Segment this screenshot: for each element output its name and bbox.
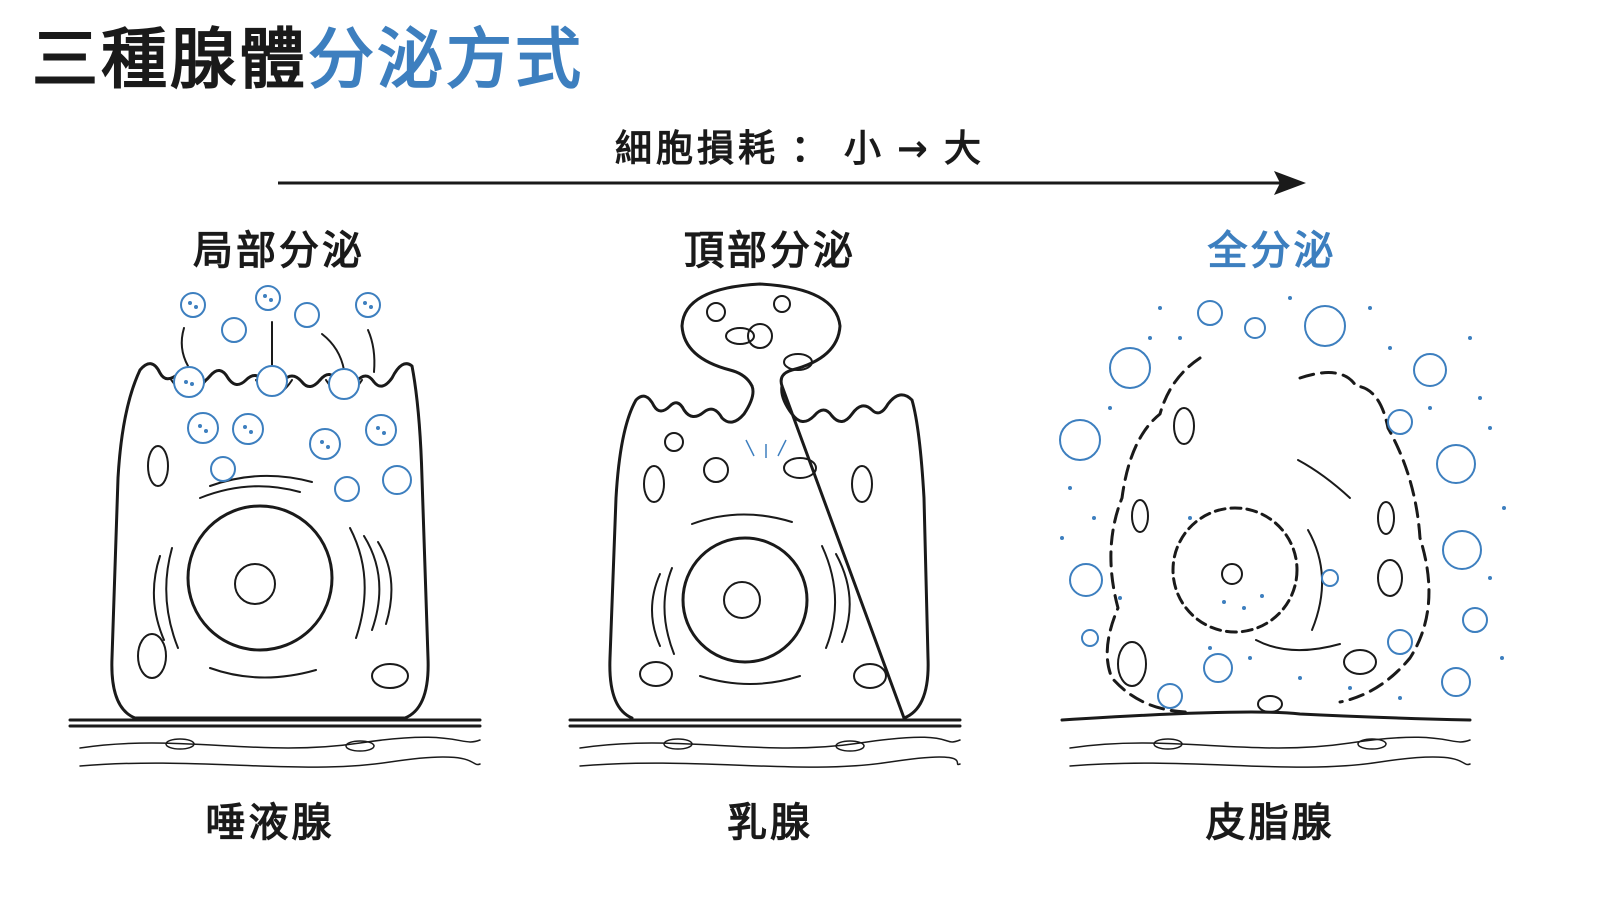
apocrine-cell-diagram [568,282,962,768]
merocrine-title: 局部分泌 [193,228,365,274]
axis-arrow-glyph: → [896,127,932,170]
axis-from: 小 [843,127,885,170]
axis-separator: ： [790,127,832,170]
holocrine-example-sebaceous-gland: 皮脂腺 [1205,800,1335,846]
cell-loss-arrow [278,171,1306,195]
title-accent: 分泌方式 [308,21,584,98]
merocrine-example-salivary-gland: 唾液腺 [205,800,335,846]
merocrine-cell-diagram [68,285,482,768]
axis-label-text: 細胞損耗 [614,127,779,170]
holocrine-title: 全分泌 [1207,228,1337,274]
apocrine-example-mammary-gland: 乳腺 [727,800,813,846]
apocrine-title: 頂部分泌 [684,228,856,274]
page-title: 三種腺體分泌方式 [32,18,584,102]
cell-loss-label: 細胞損耗 ： 小 → 大 [0,118,1600,172]
title-main: 三種腺體 [32,21,308,98]
holocrine-cell-diagram [1059,296,1506,768]
axis-to: 大 [944,127,985,170]
